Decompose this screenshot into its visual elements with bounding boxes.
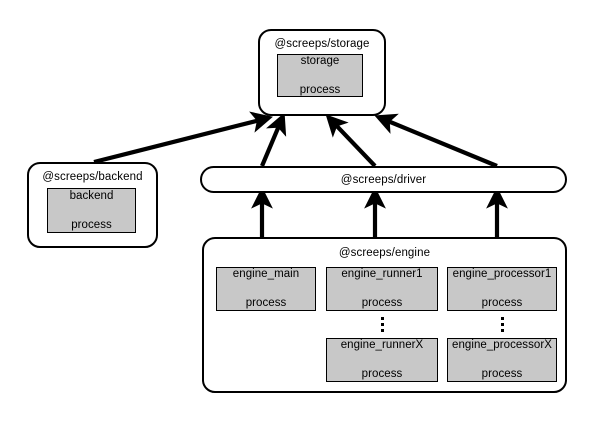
process-engine-processor1-line1: engine_processor1 <box>452 268 552 281</box>
module-driver[interactable]: @screeps/driver <box>200 166 567 193</box>
process-engine-processor1[interactable]: engine_processor1 process <box>447 267 557 311</box>
process-backend-line1: backend <box>69 189 114 202</box>
process-storage[interactable]: storage process <box>277 54 363 97</box>
process-engine-runnerx[interactable]: engine_runnerX process <box>326 338 438 382</box>
runner-ellipsis-icon <box>377 317 387 332</box>
process-engine-processor1-line2: process <box>481 297 523 310</box>
process-engine-processorx[interactable]: engine_processorX process <box>447 338 557 382</box>
process-backend[interactable]: backend process <box>47 188 136 233</box>
process-storage-line2: process <box>299 83 341 96</box>
process-engine-processorx-line2: process <box>481 368 523 381</box>
module-engine-title: @screeps/engine <box>338 247 431 259</box>
connector-backend-to-storage <box>93 111 273 165</box>
process-engine-runner1-line2: process <box>361 297 403 310</box>
process-engine-runnerx-line2: process <box>361 368 403 381</box>
module-backend-title: @screeps/backend <box>42 171 143 183</box>
process-engine-main-line2: process <box>245 297 287 310</box>
connector-driver-center-to-storage <box>325 114 377 168</box>
process-engine-runnerx-line1: engine_runnerX <box>340 339 424 352</box>
module-backend[interactable]: @screeps/backend backend process <box>27 162 158 248</box>
process-engine-processorx-line1: engine_processorX <box>452 339 552 352</box>
module-engine[interactable]: @screeps/engine engine_main process engi… <box>202 237 567 393</box>
connector-driver-left-to-storage <box>260 112 287 167</box>
process-engine-main[interactable]: engine_main process <box>216 267 316 311</box>
module-driver-title: @screeps/driver <box>340 173 427 186</box>
process-engine-main-line1: engine_main <box>232 268 300 281</box>
module-storage[interactable]: @screeps/storage storage process <box>258 29 386 116</box>
process-engine-runner1[interactable]: engine_runner1 process <box>326 267 438 311</box>
process-backend-line2: process <box>71 218 112 231</box>
process-engine-runner1-line1: engine_runner1 <box>341 268 423 281</box>
connector-driver-right-to-storage <box>374 113 498 168</box>
process-storage-line1: storage <box>300 54 340 67</box>
module-storage-title: @screeps/storage <box>274 38 370 50</box>
processor-ellipsis-icon <box>497 317 507 332</box>
